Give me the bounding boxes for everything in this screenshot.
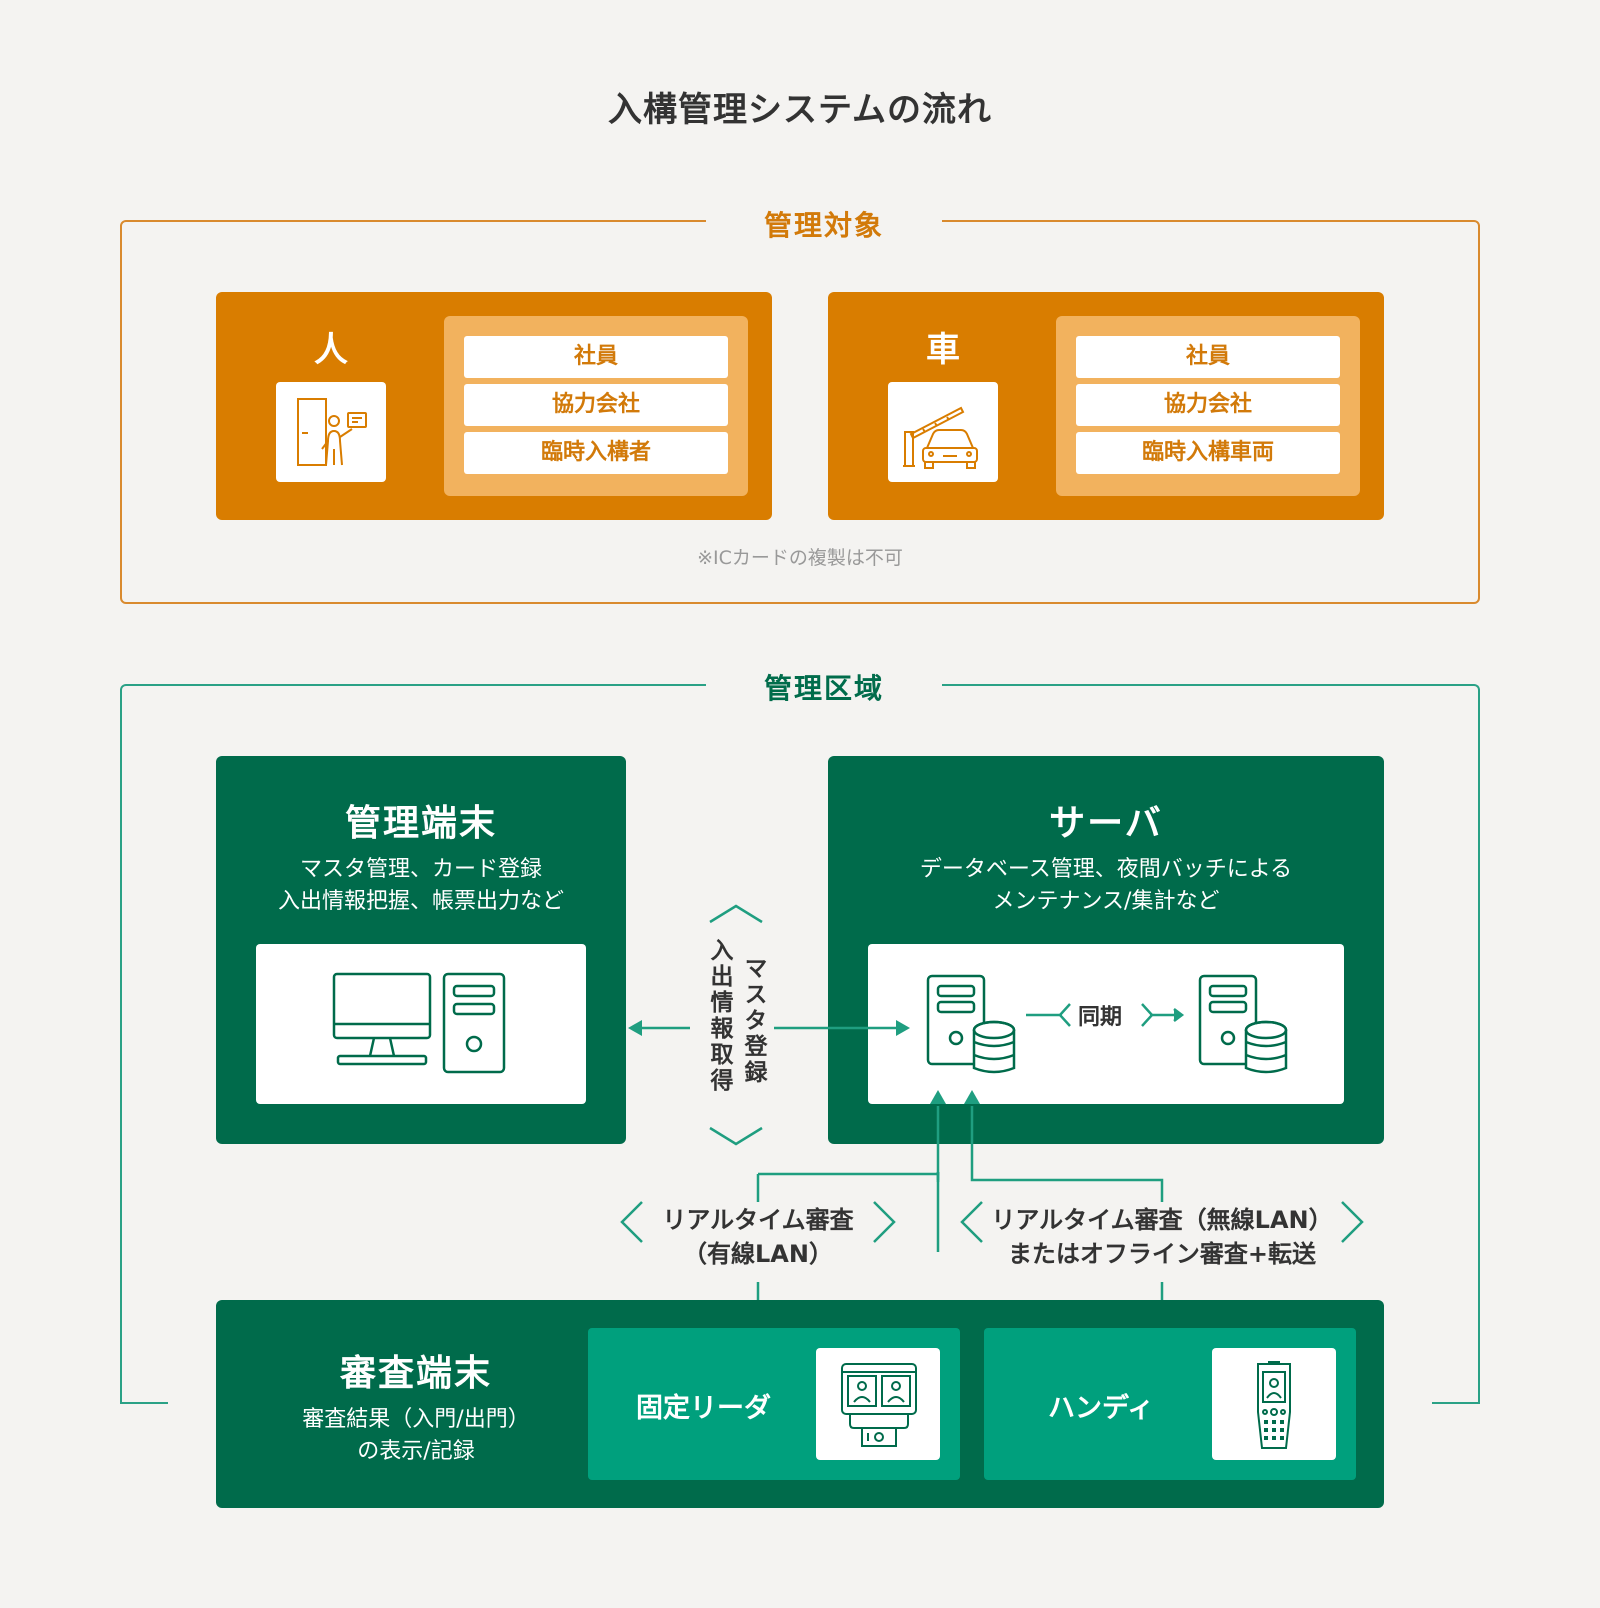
server-desc: データベース管理、夜間バッチによる メンテナンス/集計など xyxy=(828,854,1384,918)
ic-card-note: ※ICカードの複製は不可 xyxy=(697,547,903,569)
person-badge-door-icon xyxy=(276,382,386,482)
server-desc-line-1: データベース管理、夜間バッチによる xyxy=(919,857,1293,882)
targets-section-label: 管理対象 xyxy=(706,204,942,244)
person-title: 人 xyxy=(314,330,348,370)
person-item-temporary: 臨時入構者 xyxy=(464,432,728,474)
area-frame-bottom-right xyxy=(1432,1402,1480,1404)
admin-terminal-title: 管理端末 xyxy=(344,803,497,844)
exchange-right-label: マスタ登録 xyxy=(740,956,766,1086)
wireless-label-line-2: またはオフライン審査+転送 xyxy=(1007,1240,1317,1268)
person-list-panel: 社員 協力会社 臨時入構者 xyxy=(444,316,748,496)
wireless-label-line-1: リアルタイム審査（無線LAN） xyxy=(991,1206,1333,1234)
vehicle-list-panel: 社員 協力会社 臨時入構車両 xyxy=(1056,316,1360,496)
inspection-desc-line-2: の表示/記録 xyxy=(357,1439,475,1464)
vehicle-item-partner: 協力会社 xyxy=(1076,384,1340,426)
desktop-pc-icon xyxy=(332,972,506,1074)
inspection-desc-line-1: 審査結果（入門/出門） xyxy=(302,1407,530,1432)
wireless-label: リアルタイム審査（無線LAN） またはオフライン審査+転送 xyxy=(982,1203,1342,1271)
handy-box: ハンディ xyxy=(984,1328,1356,1480)
wired-label: リアルタイム審査 （有線LAN） xyxy=(650,1203,866,1271)
connection-lines xyxy=(620,1090,1364,1316)
vehicle-card: 車 社員 協力会社 臨時入構車両 xyxy=(828,292,1384,520)
admin-desc-line-1: マスタ管理、カード登録 xyxy=(299,857,542,882)
server-database-icon xyxy=(926,974,1288,1074)
admin-terminal-desc: マスタ管理、カード登録 入出情報把握、帳票出力など xyxy=(216,854,626,918)
wired-label-line-1: リアルタイム審査 xyxy=(662,1206,854,1234)
inspection-terminal-box: 審査端末 審査結果（入門/出門） の表示/記録 固定リーダ ハンディ xyxy=(216,1300,1384,1508)
inspection-terminal-desc: 審査結果（入門/出門） の表示/記録 xyxy=(256,1404,576,1468)
vehicle-item-temporary: 臨時入構車両 xyxy=(1076,432,1340,474)
handy-icon-panel xyxy=(1212,1348,1336,1460)
server-desc-line-2: メンテナンス/集計など xyxy=(992,889,1220,914)
sync-arrow-icon xyxy=(1026,1003,1185,1027)
car-gate-icon xyxy=(888,382,998,482)
handy-terminal-icon xyxy=(1257,1361,1291,1449)
exchange-arrows xyxy=(628,904,910,1146)
admin-terminal-icon-panel xyxy=(256,944,586,1104)
area-section-label: 管理区域 xyxy=(706,667,942,707)
server-icon-panel: 同期 xyxy=(868,944,1344,1104)
fixed-reader-label: 固定リーダ xyxy=(636,1393,771,1424)
inspection-terminal-title: 審査端末 xyxy=(339,1353,492,1394)
exchange-left-label: 入出情報取得 xyxy=(706,938,732,1094)
server-box: サーバ データベース管理、夜間バッチによる メンテナンス/集計など xyxy=(828,756,1384,1144)
person-card: 人 社員 協力会社 臨時入構者 xyxy=(216,292,772,520)
fixed-reader-icon xyxy=(841,1363,917,1447)
handy-label: ハンディ xyxy=(1048,1393,1155,1424)
fixed-reader-icon-panel xyxy=(816,1348,940,1460)
page-title: 入構管理システムの流れ xyxy=(608,90,992,130)
fixed-reader-box: 固定リーダ xyxy=(588,1328,960,1480)
admin-terminal-box: 管理端末 マスタ管理、カード登録 入出情報把握、帳票出力など xyxy=(216,756,626,1144)
person-item-employee: 社員 xyxy=(464,336,728,378)
sync-label: 同期 xyxy=(1077,1005,1122,1030)
admin-desc-line-2: 入出情報把握、帳票出力など xyxy=(277,889,564,914)
vehicle-item-employee: 社員 xyxy=(1076,336,1340,378)
vehicle-title: 車 xyxy=(926,330,960,370)
person-item-partner: 協力会社 xyxy=(464,384,728,426)
server-title: サーバ xyxy=(1049,803,1163,844)
wired-label-line-2: （有線LAN） xyxy=(683,1240,833,1268)
area-frame-bottom-left xyxy=(120,1402,168,1404)
